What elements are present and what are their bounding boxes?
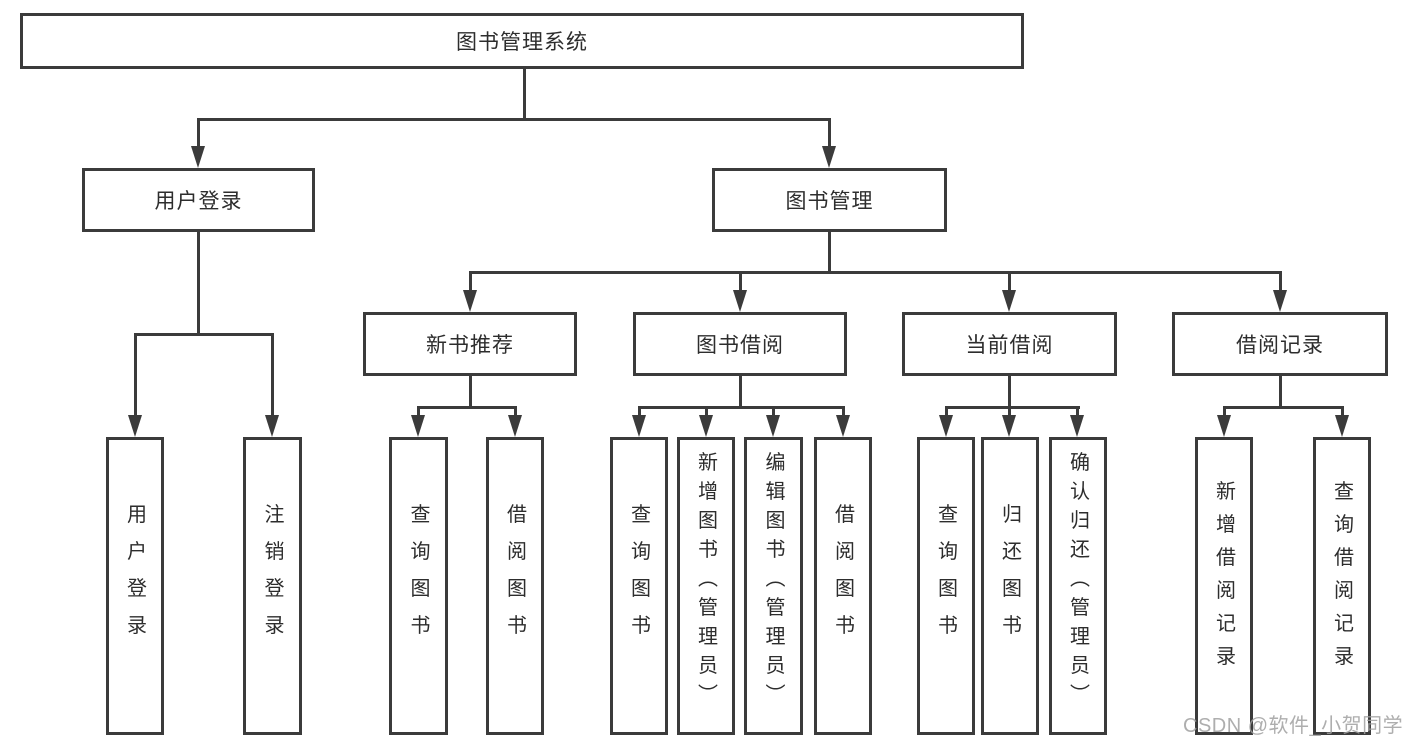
- connector-root-stem: [523, 69, 526, 121]
- leaf-query-borrow-record: 查询借阅记录: [1313, 437, 1371, 735]
- arrow-down-icon: [766, 415, 780, 437]
- leaf-user-login-label: 用户登录: [123, 503, 146, 652]
- leaf-query-books-1: 查询图书: [389, 437, 448, 735]
- connector-arrow-shaft: [417, 409, 420, 419]
- connector-user-login-stem: [197, 232, 200, 336]
- connector-arrow-shaft: [705, 409, 708, 419]
- connector-borrow-record-stem: [1279, 376, 1282, 409]
- node-borrow-record: 借阅记录: [1172, 312, 1388, 376]
- node-current-borrow: 当前借阅: [902, 312, 1117, 376]
- connector-book-borrow-split: [638, 406, 845, 409]
- connector-arrow-shaft: [739, 274, 742, 292]
- connector-arrow-shaft: [638, 409, 641, 419]
- arrow-down-icon: [632, 415, 646, 437]
- leaf-query-books-2: 查询图书: [610, 437, 668, 735]
- node-current-borrow-label: 当前借阅: [965, 334, 1054, 357]
- node-book-borrow: 图书借阅: [633, 312, 847, 376]
- arrow-down-icon: [733, 290, 747, 312]
- node-new-book-recommend: 新书推荐: [363, 312, 577, 376]
- connector-new-book-split: [417, 406, 517, 409]
- connector-user-login-split: [134, 333, 274, 336]
- leaf-add-books-admin: 新增图书（管理员）: [677, 437, 735, 735]
- connector-arrow-shaft: [1223, 409, 1226, 419]
- arrow-down-icon: [128, 415, 142, 437]
- arrow-down-icon: [939, 415, 953, 437]
- connector-current-borrow-split: [945, 406, 1080, 409]
- connector-borrow-record-split: [1223, 406, 1344, 409]
- leaf-logout-label: 注销登录: [261, 503, 283, 652]
- connector-arrow-shaft: [469, 274, 472, 292]
- node-borrow-record-label: 借阅记录: [1236, 334, 1324, 357]
- leaf-add-borrow-record: 新增借阅记录: [1195, 437, 1253, 735]
- arrow-down-icon: [836, 415, 850, 437]
- arrow-down-icon: [411, 415, 425, 437]
- arrow-down-icon: [191, 146, 205, 168]
- connector-book-mgmt-split: [469, 271, 1282, 274]
- leaf-query-borrow-record-label: 查询借阅记录: [1330, 480, 1353, 679]
- node-user-login: 用户登录: [82, 168, 315, 232]
- leaf-confirm-return-admin-label: 确认归还（管理员）: [1066, 451, 1089, 712]
- connector-current-borrow-stem: [1008, 376, 1011, 409]
- leaf-query-books-1-label: 查询图书: [407, 503, 429, 652]
- arrow-down-icon: [1335, 415, 1349, 437]
- leaf-return-books-label: 归还图书: [998, 503, 1021, 652]
- node-book-borrow-label: 图书借阅: [696, 334, 784, 357]
- connector-arrow-shaft: [828, 121, 831, 148]
- connector-arrow-shaft: [1008, 274, 1011, 292]
- arrow-down-icon: [463, 290, 477, 312]
- arrow-down-icon: [1273, 290, 1287, 312]
- connector-arrow-shaft: [1076, 409, 1079, 419]
- leaf-confirm-return-admin: 确认归还（管理员）: [1049, 437, 1107, 735]
- arrow-down-icon: [1002, 415, 1016, 437]
- leaf-borrow-books-2: 借阅图书: [814, 437, 872, 735]
- leaf-borrow-books-1-label: 借阅图书: [503, 503, 526, 652]
- leaf-edit-books-admin: 编辑图书（管理员）: [744, 437, 803, 735]
- node-user-login-label: 用户登录: [154, 190, 243, 213]
- leaf-edit-books-admin-label: 编辑图书（管理员）: [762, 451, 784, 712]
- connector-arrow-shaft: [1341, 409, 1344, 419]
- leaf-query-books-3: 查询图书: [917, 437, 975, 735]
- arrow-down-icon: [1217, 415, 1231, 437]
- leaf-user-login: 用户登录: [106, 437, 164, 735]
- leaf-return-books: 归还图书: [981, 437, 1039, 735]
- arrow-down-icon: [1070, 415, 1084, 437]
- leaf-borrow-books-1: 借阅图书: [486, 437, 544, 735]
- leaf-add-books-admin-label: 新增图书（管理员）: [694, 451, 717, 712]
- connector-root-split: [197, 118, 831, 121]
- connector-arrow-shaft: [1279, 274, 1282, 292]
- connector-new-book-stem: [469, 376, 472, 409]
- watermark: CSDN @软件_小贺同学: [1183, 715, 1404, 737]
- connector-arrow-shaft: [772, 409, 775, 419]
- leaf-query-books-2-label: 查询图书: [627, 503, 650, 652]
- connector-arrow-shaft: [197, 121, 200, 148]
- arrow-down-icon: [1002, 290, 1016, 312]
- node-book-management: 图书管理: [712, 168, 947, 232]
- connector-arrow-shaft: [1008, 409, 1011, 419]
- arrow-down-icon: [699, 415, 713, 437]
- connector-arrow-shaft: [271, 336, 274, 417]
- arrow-down-icon: [508, 415, 522, 437]
- leaf-add-borrow-record-label: 新增借阅记录: [1212, 480, 1235, 679]
- connector-arrow-shaft: [842, 409, 845, 419]
- connector-book-borrow-stem: [739, 376, 742, 409]
- connector-arrow-shaft: [134, 336, 137, 417]
- connector-arrow-shaft: [945, 409, 948, 419]
- arrow-down-icon: [822, 146, 836, 168]
- node-root-label: 图书管理系统: [456, 31, 588, 54]
- arrow-down-icon: [265, 415, 279, 437]
- leaf-logout: 注销登录: [243, 437, 302, 735]
- leaf-query-books-3-label: 查询图书: [934, 503, 957, 652]
- node-book-management-label: 图书管理: [785, 190, 874, 213]
- node-new-book-recommend-label: 新书推荐: [426, 334, 514, 357]
- leaf-borrow-books-2-label: 借阅图书: [831, 503, 854, 652]
- connector-arrow-shaft: [514, 409, 517, 419]
- connector-book-mgmt-stem: [828, 232, 831, 274]
- node-root: 图书管理系统: [20, 13, 1024, 69]
